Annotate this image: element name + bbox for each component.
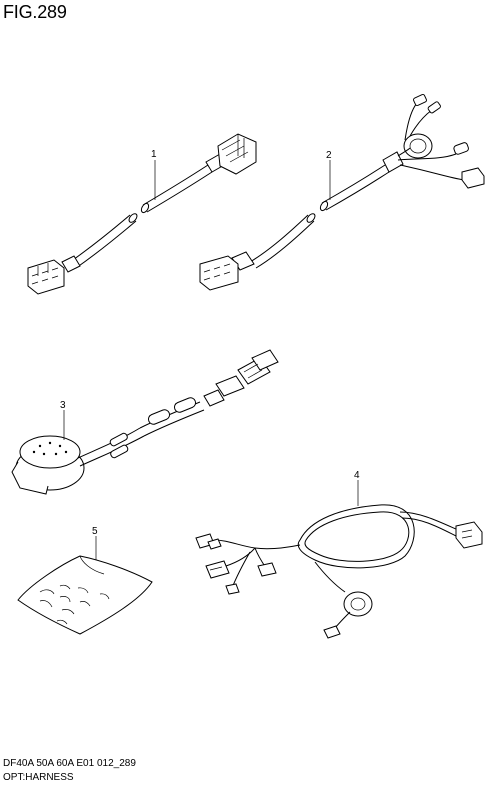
callout-1: 1 [151,149,157,160]
part-5-bag[interactable] [17,555,153,635]
callout-5: 5 [92,526,98,537]
part-2-harness[interactable] [199,93,485,291]
callout-3: 3 [60,400,66,411]
model-code: DF40A 50A 60A E01 012_289 [3,758,136,769]
figure-title: FIG.289 [3,2,67,22]
callout-2: 2 [326,150,332,161]
part-1-harness[interactable] [27,133,257,295]
callout-4: 4 [354,470,360,481]
diagram-name: OPT:HARNESS [3,772,74,783]
part-4-harness[interactable] [195,504,483,639]
part-3-buzzer[interactable] [11,349,279,495]
